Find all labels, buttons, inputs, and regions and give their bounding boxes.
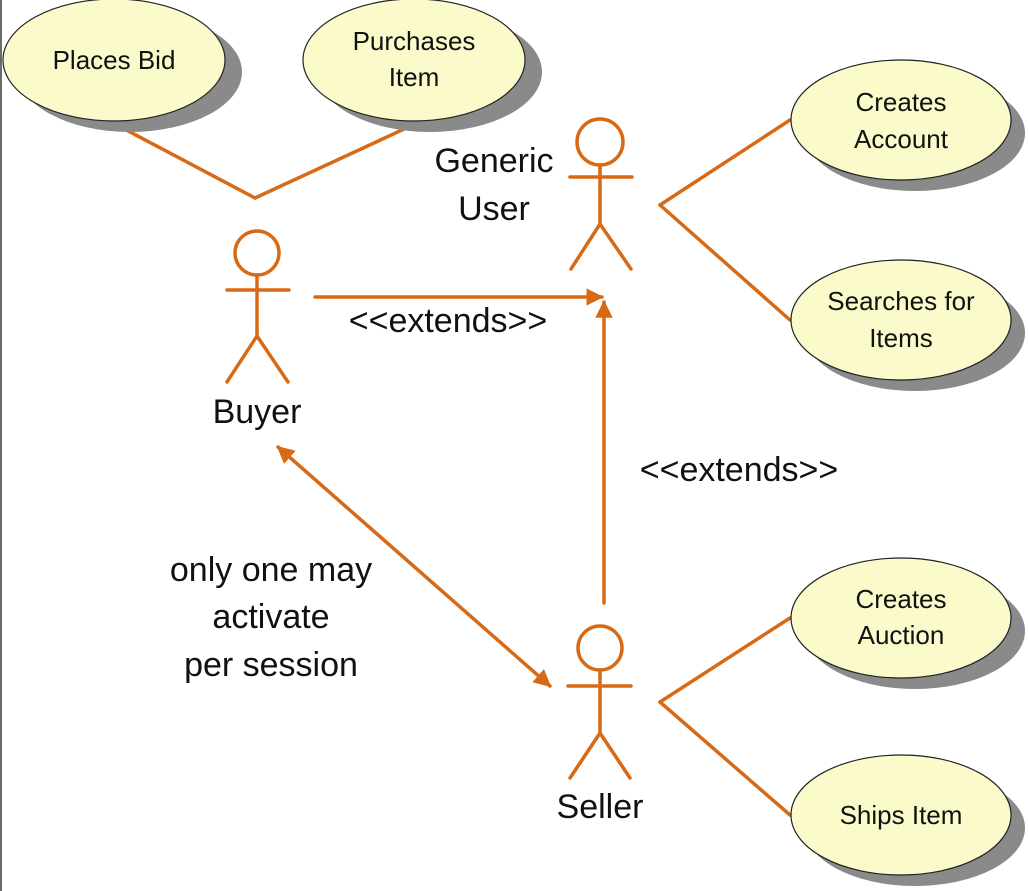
association-generic-user-creates-account	[658, 118, 792, 207]
bidirectional-arrow-buyer-seller	[276, 445, 552, 688]
association-buyer-purchases-item	[253, 122, 417, 200]
association-seller-creates-auction	[658, 616, 792, 704]
stick-figure-icon	[566, 624, 633, 780]
association-buyer-places-bid	[113, 122, 257, 200]
note-line3: per session	[184, 646, 358, 684]
use-case-label: Places Bid	[53, 45, 176, 75]
use-case-label-line2: Account	[854, 124, 949, 154]
actor-label-line2: User	[458, 190, 530, 228]
actor-seller[interactable]: Seller	[557, 624, 644, 826]
note-line1: only one may	[170, 551, 372, 589]
use-case-creates-account[interactable]: Creates Account	[790, 59, 1025, 191]
use-case-purchases-item[interactable]: Purchases Item	[302, 0, 542, 132]
use-case-label-line2: Item	[389, 62, 440, 92]
association-seller-ships-item	[658, 700, 792, 817]
actor-label-line1: Generic	[434, 142, 553, 180]
use-case-label-line1: Creates	[855, 87, 946, 117]
use-case-label-line1: Creates	[855, 584, 946, 614]
use-case-label-line1: Searches for	[827, 286, 975, 316]
actor-generic-user[interactable]: Generic User	[434, 117, 634, 271]
note-line2: activate	[212, 598, 329, 636]
actor-label: Seller	[557, 788, 644, 826]
use-case-label-line2: Items	[869, 323, 933, 353]
use-case-places-bid[interactable]: Places Bid	[2, 0, 242, 132]
stick-figure-icon	[225, 229, 291, 384]
use-case-label-line2: Auction	[858, 620, 945, 650]
exclusive-activation-note: only one may activate per session	[170, 551, 372, 684]
association-generic-user-searches-items	[658, 203, 792, 322]
use-case-label-line1: Purchases	[353, 26, 476, 56]
use-case-label: Ships Item	[840, 800, 963, 830]
actor-buyer[interactable]: Buyer	[213, 229, 302, 431]
use-case-searches-for-items[interactable]: Searches for Items	[790, 259, 1025, 391]
use-case-creates-auction[interactable]: Creates Auction	[790, 557, 1025, 689]
extends-label-buyer: <<extends>>	[349, 302, 548, 340]
stick-figure-icon	[568, 117, 634, 271]
actor-label: Buyer	[213, 393, 302, 431]
use-case-ships-item[interactable]: Ships Item	[790, 754, 1025, 886]
extends-label-seller: <<extends>>	[640, 451, 839, 489]
